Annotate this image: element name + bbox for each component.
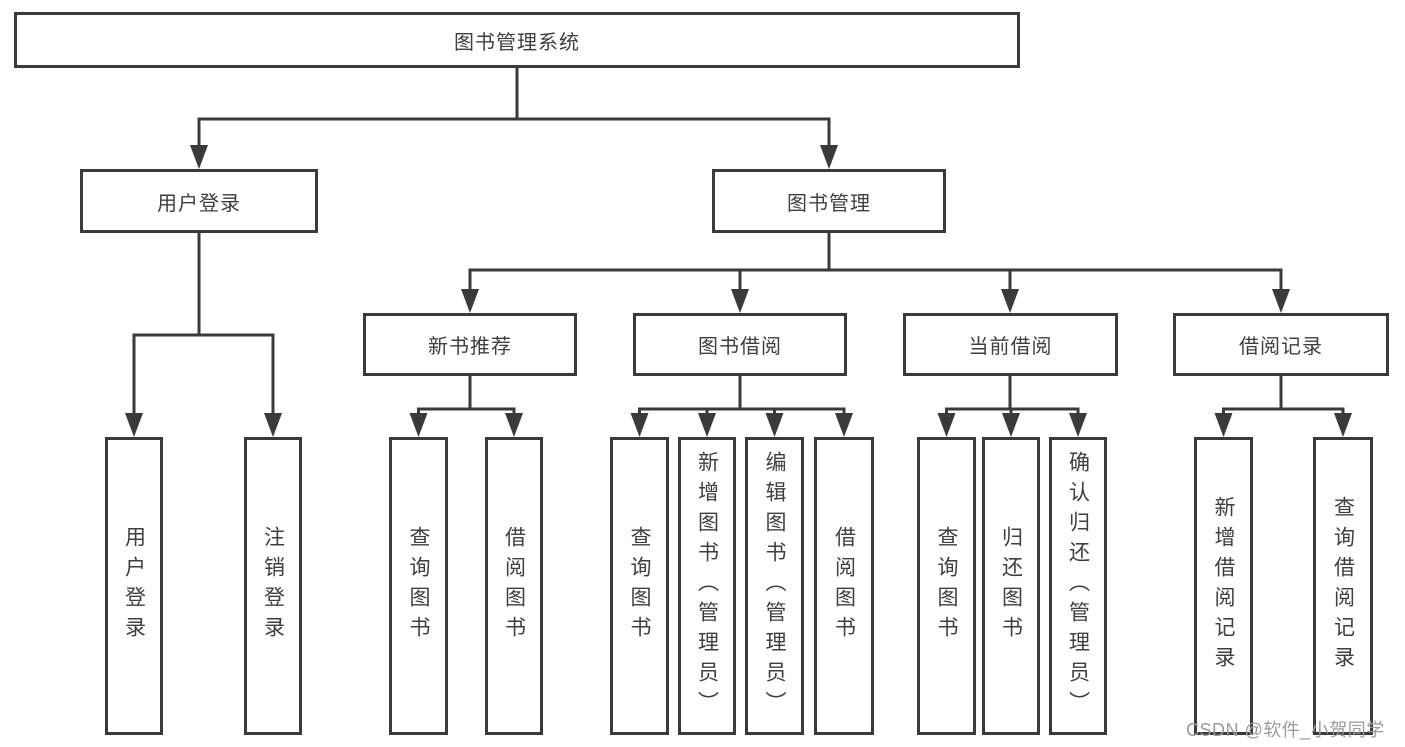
node-current-borrowing: 当前借阅 <box>903 313 1118 376</box>
node-label: 编辑图书（管理员） <box>763 451 786 721</box>
csdn-watermark: CSDN @软件_小贺同学 <box>1186 720 1385 740</box>
node-label: 图书借阅 <box>698 336 782 358</box>
node-label: 借阅记录 <box>1239 336 1323 358</box>
node-label: 查询图书 <box>935 526 958 646</box>
node-label: 图书管理系统 <box>454 31 580 54</box>
leaf-current-confirm-return-admin: 确认归还（管理员） <box>1049 437 1107 735</box>
leaf-records-add-record: 新增借阅记录 <box>1194 437 1253 735</box>
node-label: 借阅图书 <box>832 526 856 646</box>
node-label: 图书管理 <box>787 192 871 215</box>
leaf-borrowing-add-books-admin: 新增图书（管理员） <box>678 437 736 735</box>
leaf-borrowing-query-books: 查询图书 <box>610 437 669 735</box>
leaf-logout: 注销登录 <box>244 437 302 735</box>
leaf-recommend-borrow-books: 借阅图书 <box>485 437 543 735</box>
leaf-records-query-record: 查询借阅记录 <box>1313 437 1373 735</box>
leaf-borrowing-edit-books-admin: 编辑图书（管理员） <box>745 437 804 735</box>
node-label: 用户登录 <box>122 526 146 646</box>
node-label: 查询图书 <box>628 526 651 646</box>
node-label: 查询借阅记录 <box>1331 496 1355 676</box>
node-label: 新增借阅记录 <box>1212 496 1235 676</box>
node-label: 确认归还（管理员） <box>1066 451 1090 721</box>
node-label: 当前借阅 <box>968 336 1053 358</box>
node-new-book-recommend: 新书推荐 <box>363 313 577 376</box>
node-label: 用户登录 <box>157 192 241 215</box>
leaf-current-query-books: 查询图书 <box>917 437 976 735</box>
node-label: 新增图书（管理员） <box>695 451 719 721</box>
node-label: 注销登录 <box>261 526 285 646</box>
node-borrowing-records: 借阅记录 <box>1173 313 1389 376</box>
leaf-user-login: 用户登录 <box>105 437 163 735</box>
node-label: 归还图书 <box>999 526 1023 646</box>
node-root-library-system: 图书管理系统 <box>14 12 1020 68</box>
node-label: 查询图书 <box>407 526 430 646</box>
leaf-recommend-query-books: 查询图书 <box>389 437 448 735</box>
node-label: 借阅图书 <box>502 526 526 646</box>
node-book-borrowing: 图书借阅 <box>633 313 847 376</box>
node-book-management: 图书管理 <box>712 169 946 233</box>
leaf-current-return-books: 归还图书 <box>982 437 1040 735</box>
leaf-borrowing-borrow-books: 借阅图书 <box>814 437 874 735</box>
node-user-login: 用户登录 <box>80 169 318 233</box>
node-label: 新书推荐 <box>428 336 512 358</box>
